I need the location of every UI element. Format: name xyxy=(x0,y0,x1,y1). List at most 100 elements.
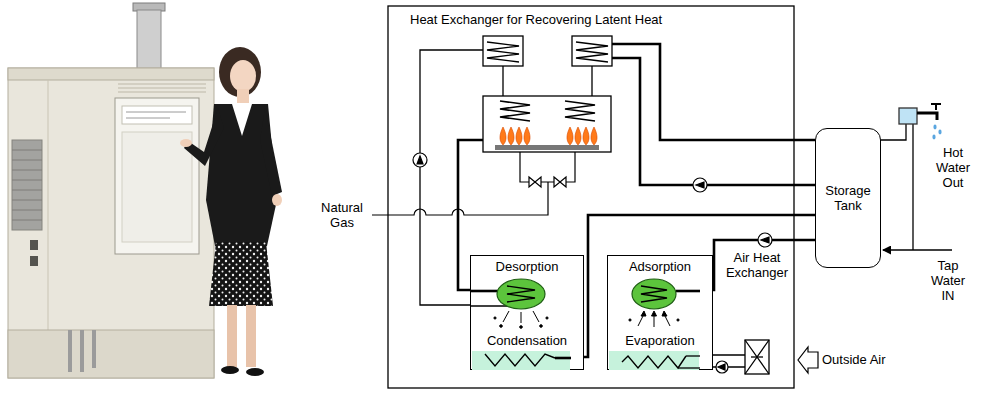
water-heater-unit xyxy=(137,10,161,70)
water-drops xyxy=(938,130,941,135)
water-heater-unit xyxy=(8,330,214,378)
pump-symbol xyxy=(758,233,772,247)
gas-burner xyxy=(567,127,573,145)
latent-heat-exchanger xyxy=(483,36,612,66)
presenter-figure xyxy=(230,60,256,92)
presenter-figure xyxy=(184,108,224,166)
water-heater-unit xyxy=(48,80,49,330)
water-drops xyxy=(932,135,935,140)
desorption-chamber-art xyxy=(500,325,503,328)
presenter-figure xyxy=(272,194,282,206)
desorption-chamber-art xyxy=(497,279,545,309)
gas-burner xyxy=(565,101,595,121)
pump-symbol xyxy=(413,153,427,167)
gas-burner xyxy=(591,127,597,145)
desorption-chamber-art xyxy=(533,311,539,322)
presenter-figure xyxy=(232,104,252,136)
water-heater-unit xyxy=(12,140,42,230)
presenter-figure xyxy=(180,47,282,376)
input-label: Natural Gas xyxy=(316,200,368,230)
presenter-figure xyxy=(180,139,192,147)
pump-symbol xyxy=(696,182,704,188)
adsorption-chamber: AdsorptionEvaporation xyxy=(607,255,713,370)
latent-heat-exchanger xyxy=(487,42,519,62)
hot-water-outlet xyxy=(912,124,913,250)
presenter-figure xyxy=(227,305,237,367)
system-housing xyxy=(388,6,794,388)
adsorption-chamber-art xyxy=(678,367,700,368)
output-label-box: Hot Water Out xyxy=(928,145,978,190)
presenter-figure xyxy=(260,108,282,196)
desorption-chamber-art xyxy=(555,357,571,360)
air-heat-exchanger-symbol xyxy=(745,340,769,374)
latent-heat-exchanger xyxy=(483,36,523,66)
gas-line xyxy=(372,152,575,215)
adsorption-chamber-art xyxy=(629,319,631,321)
desorption-chamber: DesorptionCondensation xyxy=(470,255,584,370)
gas-burner xyxy=(508,127,514,145)
pump-symbol xyxy=(761,237,769,243)
water-heater-unit xyxy=(70,330,94,372)
air-heat-exchanger-symbol xyxy=(745,340,769,374)
water-heater-unit xyxy=(8,3,214,378)
hot-water-outlet xyxy=(881,104,941,250)
water-pipe xyxy=(612,58,815,185)
presenter-figure xyxy=(246,305,256,367)
gas-line xyxy=(520,152,575,182)
input-label-box: Natural Gas xyxy=(316,200,368,230)
desorption-chamber-art xyxy=(503,311,509,322)
input-label: Outside Air xyxy=(822,352,886,367)
desorption-chamber-art xyxy=(494,311,548,328)
desorption-chamber-art xyxy=(485,354,555,366)
desorption-chamber-art xyxy=(472,351,570,370)
hx-pipe xyxy=(503,66,592,96)
air-heat-exchanger-symbol xyxy=(751,356,763,357)
adsorption-chamber-art xyxy=(622,356,686,368)
desorption-chamber-art xyxy=(521,312,522,323)
desorption-chamber-art xyxy=(471,305,507,306)
adsorption-chamber-art xyxy=(686,355,700,356)
hot-water-outlet xyxy=(899,108,917,124)
adsorption-chamber-art xyxy=(629,311,679,327)
node-text: Evaporation xyxy=(608,333,712,348)
node-heading: Desorption xyxy=(471,259,583,274)
gas-burner xyxy=(483,96,611,152)
gas-burner xyxy=(583,127,589,145)
hot-water-outlet xyxy=(931,104,941,110)
presenter-figure xyxy=(209,242,273,306)
desorption-chamber-art xyxy=(546,317,548,319)
presenter-figure xyxy=(221,366,239,374)
tap-water-pipe xyxy=(883,249,952,250)
water-heater-unit xyxy=(8,68,214,80)
output-label: Hot Water Out xyxy=(928,145,978,190)
input-label: Tap Water IN xyxy=(925,258,971,303)
adsorption-chamber-art xyxy=(632,279,676,309)
component-label-box: Air Heat Exchanger xyxy=(722,250,792,280)
water-heater-unit xyxy=(126,112,186,118)
adsorption-chamber-art xyxy=(609,351,699,370)
gas-burner xyxy=(516,127,522,145)
water-heater-unit xyxy=(8,68,214,378)
gas-burner xyxy=(500,127,506,145)
heading-label: Heat Exchanger for Recovering Latent Hea… xyxy=(410,12,662,27)
gas-line xyxy=(554,177,566,187)
water-heater-unit xyxy=(122,106,192,124)
adsorption-chamber-art xyxy=(654,315,655,327)
input-label-box: Tap Water IN xyxy=(925,258,971,303)
node-text: Condensation xyxy=(471,333,583,348)
desorption-chamber-art xyxy=(520,326,523,329)
component-label: Air Heat Exchanger xyxy=(722,250,792,280)
gas-burner xyxy=(495,145,599,150)
pump-symbol xyxy=(718,364,725,370)
desorption-chamber-art xyxy=(494,317,496,319)
water-pipe xyxy=(612,44,815,140)
adsorption-chamber-art xyxy=(652,311,657,316)
adsorption-chamber-art xyxy=(641,311,646,316)
air-flow-arrow xyxy=(798,347,818,373)
gas-burner xyxy=(524,127,530,145)
desorption-chamber-art xyxy=(540,325,543,328)
storage-tank: Storage Tank xyxy=(815,128,881,268)
latent-heat-exchanger xyxy=(576,42,608,62)
gas-line xyxy=(529,177,541,187)
